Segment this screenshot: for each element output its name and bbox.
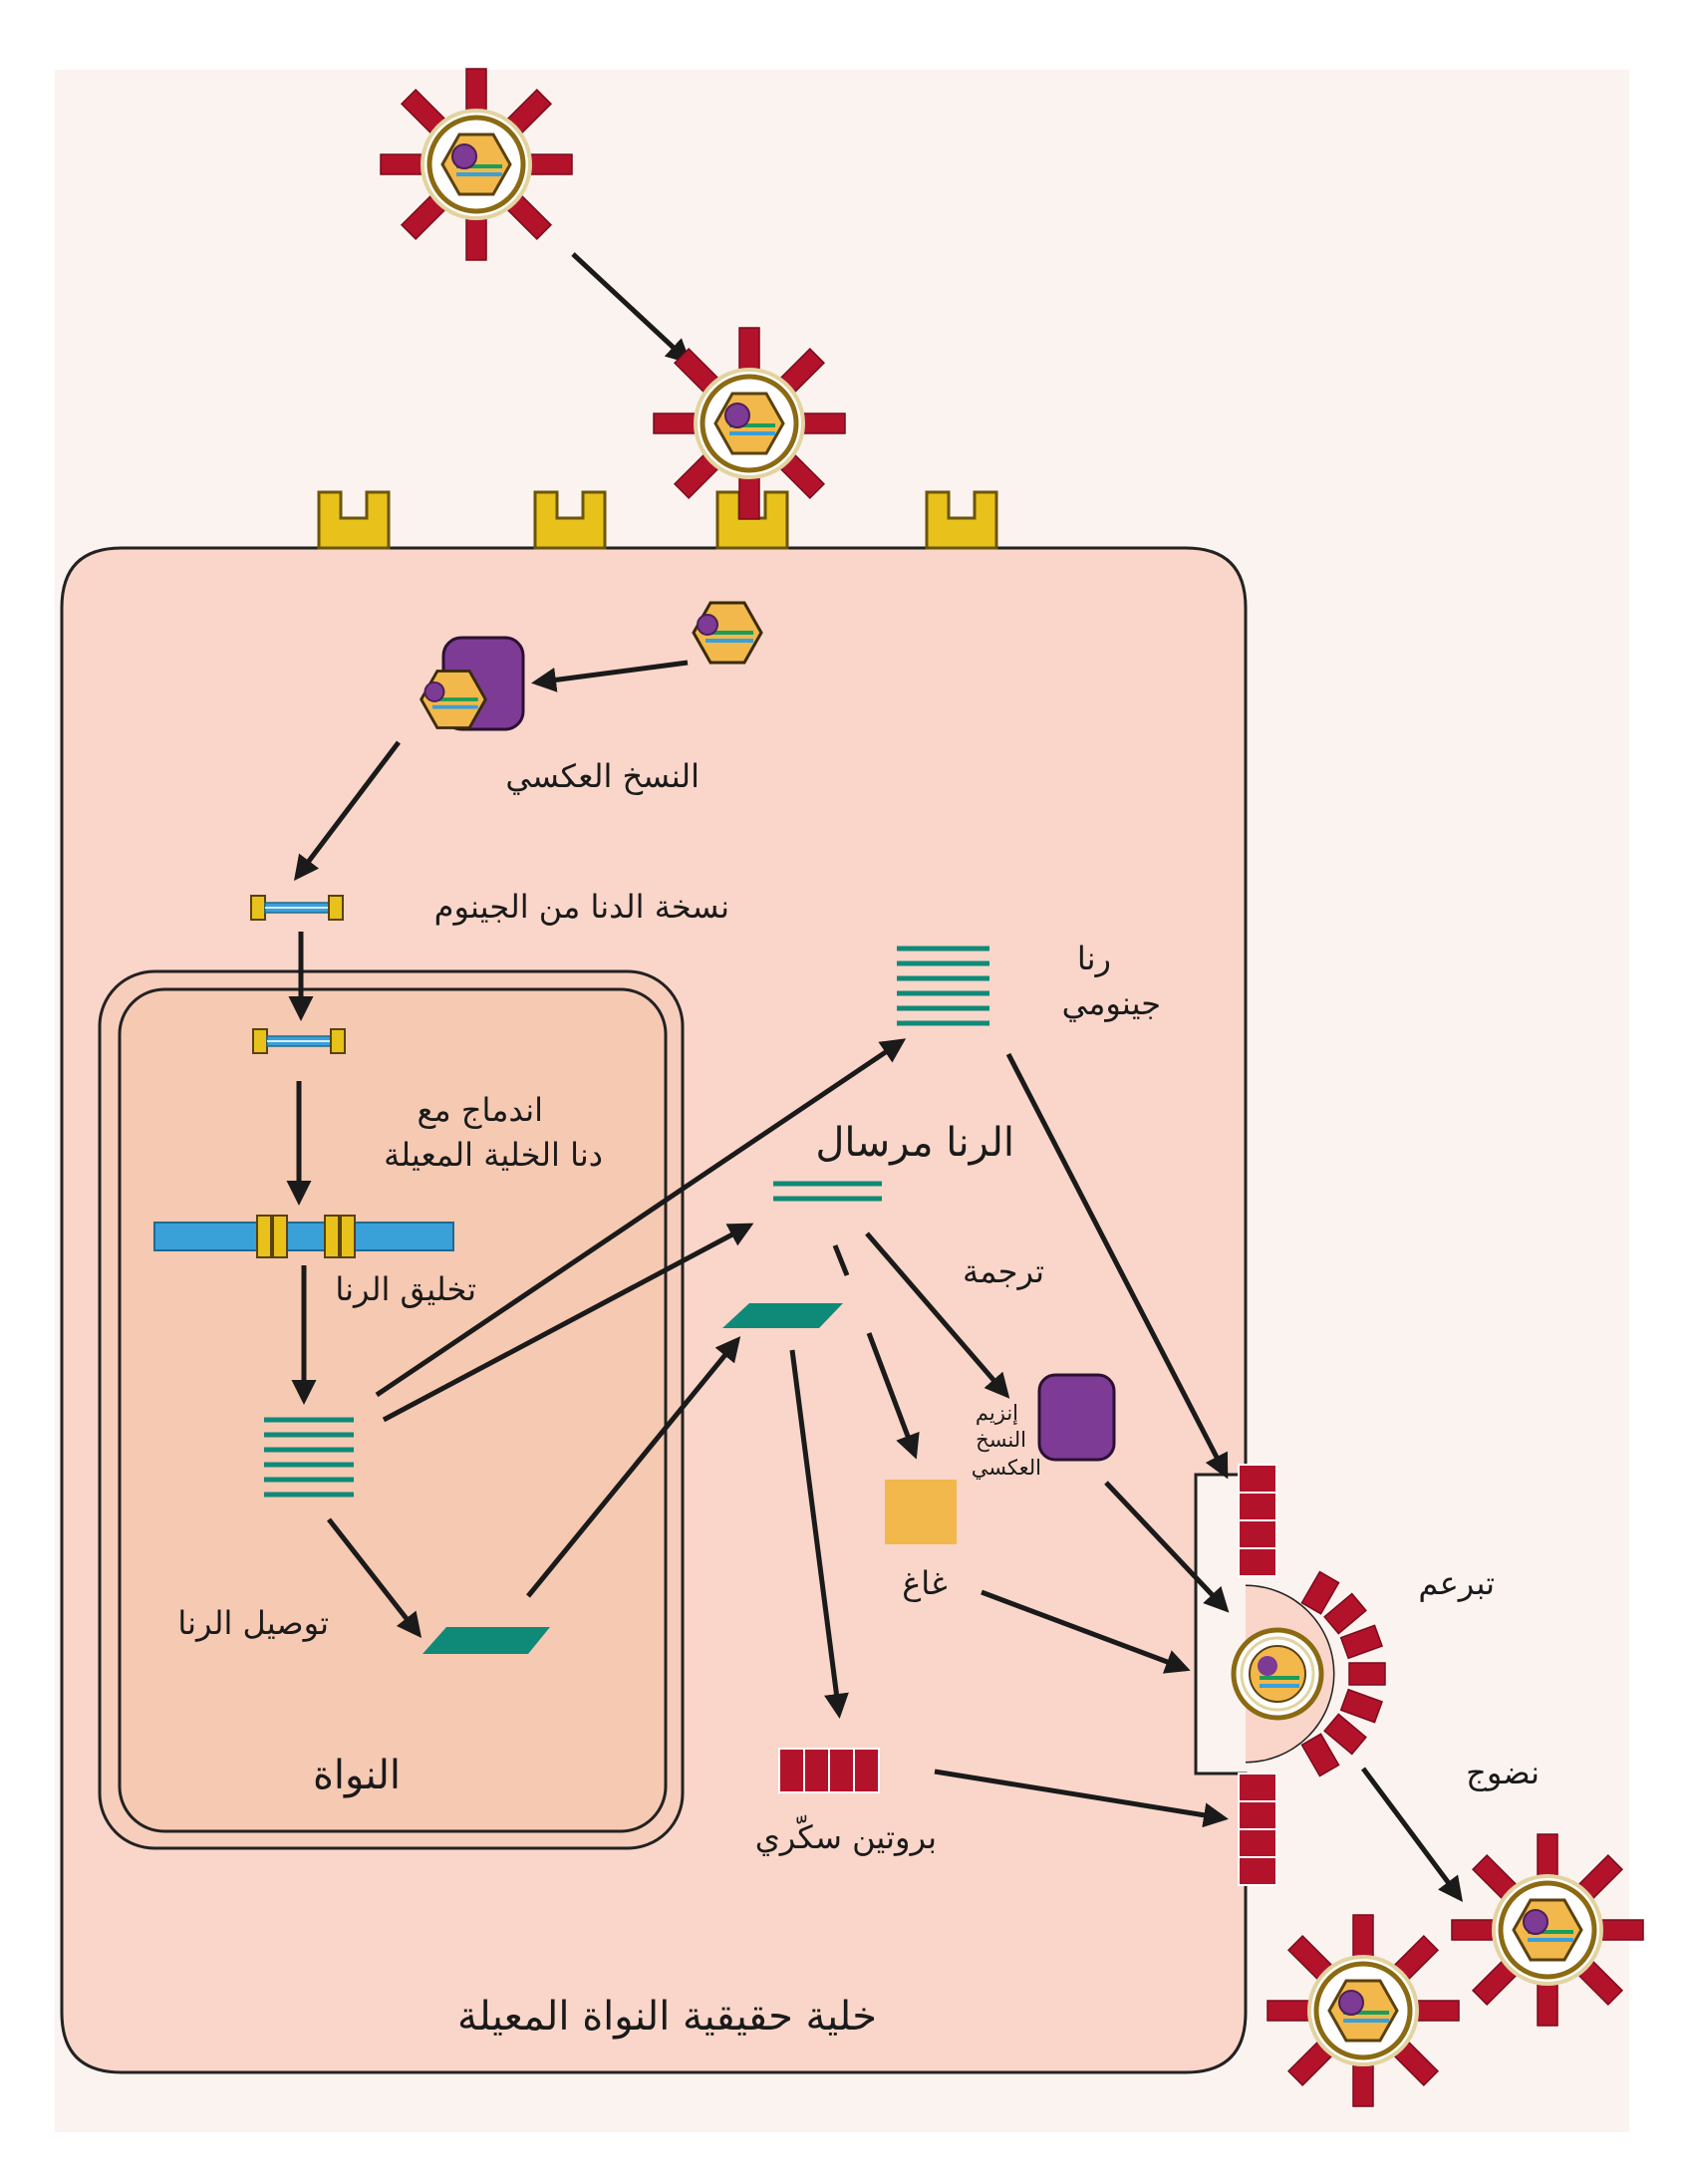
genomic-rna-to-budding-arrow	[1005, 1052, 1229, 1480]
rna-transcripts-nucleus	[264, 1417, 354, 1498]
uncoating-arrow	[531, 660, 689, 692]
label-maturation: نضوج	[1466, 1754, 1540, 1791]
splicing-arrow	[327, 1517, 422, 1638]
mature-virion	[1268, 1915, 1459, 2106]
genomic-rna	[897, 946, 989, 1026]
export-mrna-arrow	[382, 1223, 754, 1423]
label-genomic-rna-line2: جينومي	[1062, 984, 1161, 1022]
gag-to-budding-arrow	[981, 1589, 1191, 1674]
spliced-mrna-cytoplasm	[722, 1303, 843, 1328]
label-dna-copy: نسخة الدنا من الجينوم	[434, 888, 729, 926]
label-reverse-transcription: النسخ العكسي	[505, 757, 700, 795]
release-arrow	[1360, 1767, 1463, 1903]
rt-enzyme-block	[1037, 1373, 1116, 1462]
label-glycoprotein: بروتين سكّري	[755, 1815, 937, 1856]
label-rt-enzyme-line1: إنزيم	[976, 1401, 1018, 1426]
translation-gag-arrow	[866, 1332, 920, 1460]
attachment-arrow	[571, 252, 692, 365]
rt-to-dna-arrow	[293, 740, 401, 881]
label-integration-line1: اندماج مع	[418, 1091, 543, 1129]
glycoprotein-block	[778, 1748, 880, 1793]
mrna-cytoplasm	[773, 1181, 882, 1202]
nucleus-inner-membrane	[118, 987, 668, 1833]
label-mrna: الرنا مرسال	[815, 1120, 1014, 1166]
translation-rt-arrow	[865, 1231, 1010, 1399]
label-integration-line2: دنا الخلية المعيلة	[384, 1136, 603, 1174]
spliced-mrna	[422, 1627, 550, 1654]
label-gag: غاغ	[902, 1564, 948, 1602]
label-rt-enzyme-line2: النسخ	[976, 1428, 1026, 1452]
label-rna-synthesis: تخليق الرنا	[335, 1270, 476, 1308]
label-host-cell: خلية حقيقية النواة المعيلة	[457, 1994, 877, 2040]
glycoprotein-to-membrane-arrow	[934, 1769, 1229, 1828]
gag-block	[885, 1480, 957, 1544]
mature-virion	[1452, 1834, 1643, 2026]
free-virion	[381, 69, 572, 260]
export-genomic-rna-arrow	[375, 1038, 907, 1398]
budding-virion	[1231, 1570, 1386, 1777]
label-rt-enzyme-line3: العكسي	[972, 1456, 1041, 1480]
membrane-glycoproteins-upper	[1238, 1464, 1277, 1577]
label-translation: ترجمة	[963, 1252, 1044, 1290]
attached-virion	[654, 328, 845, 519]
export-spliced-mrna-arrow	[526, 1336, 741, 1598]
membrane-glycoproteins-lower	[1238, 1773, 1277, 1886]
label-genomic-rna-line1: رنا	[1077, 940, 1111, 977]
label-nucleus: النواة	[313, 1753, 401, 1798]
rt-to-budding-arrow	[1104, 1481, 1230, 1613]
label-rna-splicing: توصيل الرنا	[177, 1604, 329, 1642]
core-in-rt-complex	[419, 669, 488, 730]
integrated-provirus	[153, 1215, 454, 1258]
mrna-dashed-link	[832, 1244, 850, 1276]
capsid-core	[692, 601, 763, 665]
translation-glycoprotein-arrow	[789, 1349, 849, 1719]
label-budding: تبرعم	[1418, 1564, 1495, 1602]
